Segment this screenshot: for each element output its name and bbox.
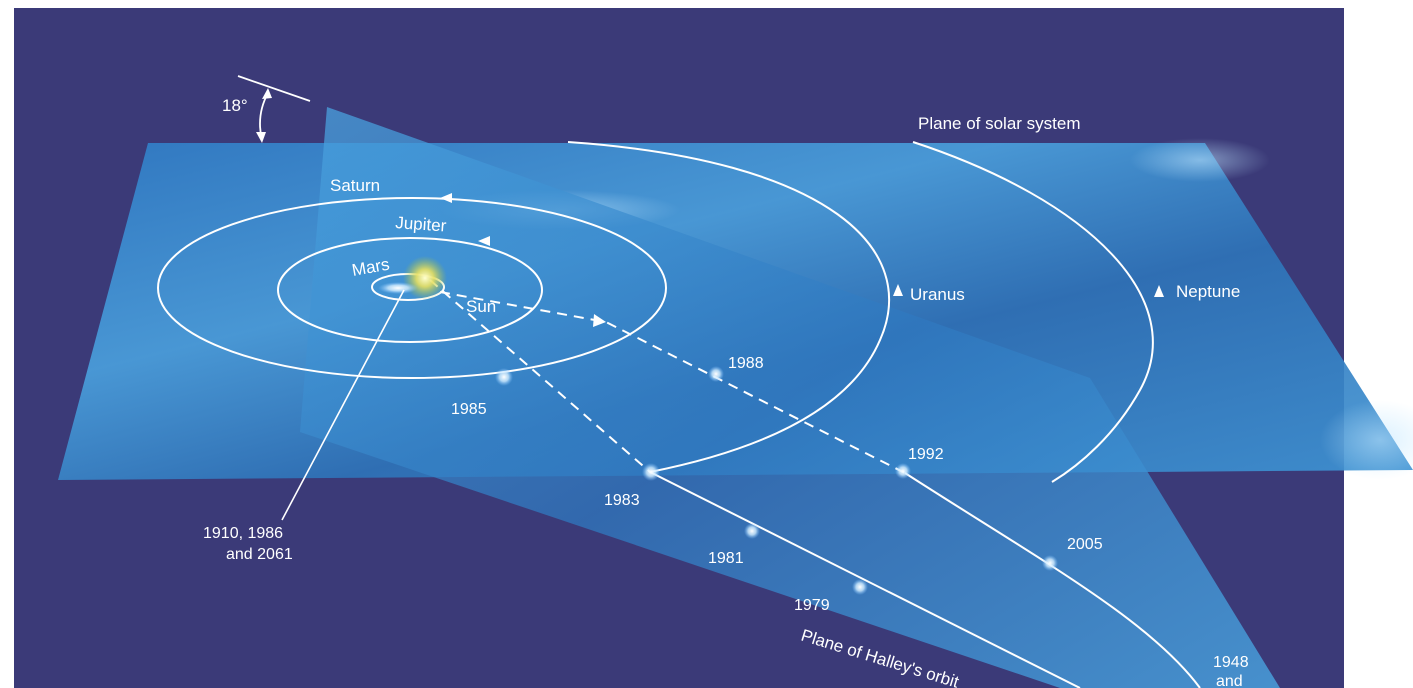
year-1985-label: 1985 <box>451 401 487 418</box>
perihelion-glow <box>378 282 418 294</box>
uranus-label: Uranus <box>910 285 965 304</box>
year-1992-label: 1992 <box>908 446 944 463</box>
saturn-orbit-arrow <box>440 193 452 203</box>
inclination-arrow-up <box>262 88 272 99</box>
neptune-orbit <box>912 141 1154 483</box>
comet-position-1992 <box>895 463 911 479</box>
aphelion-label-line1: 1948 <box>1213 654 1249 671</box>
halley-orbit-dashed-outbound <box>429 279 651 473</box>
aphelion-label-line2: and <box>1216 673 1243 688</box>
saturn-orbit <box>157 197 667 379</box>
plane-glow <box>1320 400 1413 480</box>
plane-solar-system-label: Plane of solar system <box>918 114 1081 133</box>
year-2005-label: 2005 <box>1067 536 1103 553</box>
halley-orbit-arrow <box>593 314 606 327</box>
comet-position-1985 <box>495 368 513 386</box>
halley-plane <box>300 107 1280 688</box>
halley-orbit-dashed-inbound <box>439 291 906 474</box>
inclination-reference-line <box>237 75 311 102</box>
year-1979-label: 1979 <box>794 597 830 614</box>
plane-glow <box>1130 138 1270 182</box>
jupiter-label: Jupiter <box>395 213 448 236</box>
uranus-orbit <box>567 141 890 473</box>
jupiter-orbit <box>277 237 543 343</box>
inclination-arrow-down <box>256 132 266 143</box>
jupiter-orbit-arrow <box>478 236 490 246</box>
comet-position-1979 <box>852 579 868 595</box>
perihelion-label-line2: and 2061 <box>226 546 293 563</box>
comet-position-2005 <box>1042 555 1058 571</box>
inclination-label: 18° <box>222 96 248 115</box>
halley-orbit-solid-outbound <box>649 471 1081 688</box>
year-1988-label: 1988 <box>728 355 764 372</box>
sun-label: Sun <box>466 297 496 316</box>
comet-position-1988 <box>708 366 724 382</box>
perihelion-label-line1: 1910, 1986 <box>203 525 283 542</box>
comet-position-1983 <box>642 463 660 481</box>
halley-orbit-solid-inbound <box>904 472 1201 688</box>
sun <box>403 256 447 300</box>
neptune-orbit-arrow <box>1154 285 1164 297</box>
uranus-orbit-arrow <box>893 284 903 296</box>
neptune-label: Neptune <box>1176 282 1240 301</box>
comet-position-1981 <box>744 523 760 539</box>
year-1983-label: 1983 <box>604 492 640 509</box>
year-1981-label: 1981 <box>708 550 744 567</box>
perihelion-pointer <box>281 289 405 521</box>
saturn-label: Saturn <box>330 176 380 195</box>
